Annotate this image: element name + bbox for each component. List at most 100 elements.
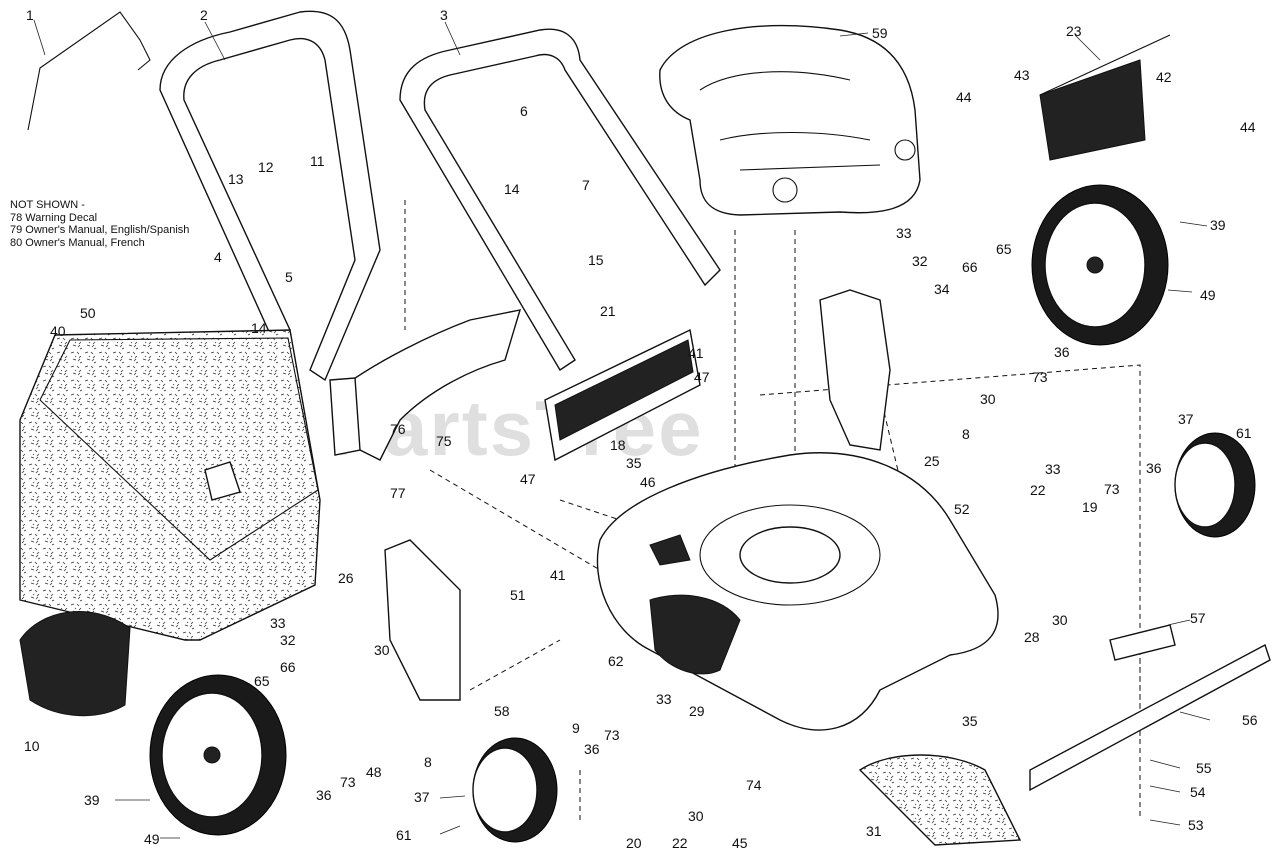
- front-wheel-left: [472, 737, 558, 843]
- mulch-plug: [858, 754, 1022, 846]
- callout-32-left: 32: [280, 632, 296, 648]
- callout-25: 25: [924, 453, 940, 469]
- right-height-adjuster-plate: [819, 289, 891, 451]
- callout-57: 57: [1190, 610, 1206, 626]
- callout-77: 77: [390, 485, 406, 501]
- callout-41-a: 41: [688, 345, 704, 361]
- callout-31: 31: [866, 823, 882, 839]
- note-manual-french: 80 Owner's Manual, French: [10, 236, 145, 249]
- callout-42: 42: [1156, 69, 1172, 85]
- callout-61-right: 61: [1236, 425, 1252, 441]
- callout-32-right: 32: [912, 253, 928, 269]
- callout-54: 54: [1190, 784, 1206, 800]
- flap-rod: [1039, 34, 1171, 96]
- callout-40: 40: [50, 323, 66, 339]
- left-height-adjuster-plate: [384, 539, 461, 701]
- callout-30-b: 30: [1052, 612, 1068, 628]
- engine: [659, 24, 921, 216]
- callout-62: 62: [608, 653, 624, 669]
- callout-14-lower: 14: [251, 320, 267, 336]
- callout-8-right: 8: [962, 426, 970, 442]
- callout-20: 20: [626, 835, 642, 851]
- callout-1: 1: [26, 7, 34, 23]
- callout-18: 18: [610, 437, 626, 453]
- callout-13: 13: [228, 171, 244, 187]
- lower-handle: [399, 28, 721, 371]
- callout-73-b: 73: [1104, 481, 1120, 497]
- rear-wheel-left: [149, 674, 287, 836]
- callout-30-a: 30: [980, 391, 996, 407]
- callout-35-a: 35: [626, 455, 642, 471]
- note-manual-english-spanish: 79 Owner's Manual, English/Spanish: [10, 224, 190, 236]
- callout-15: 15: [588, 252, 604, 268]
- chute-deflector: [339, 309, 522, 461]
- callout-34: 34: [934, 281, 950, 297]
- callout-36-a: 36: [1054, 344, 1070, 360]
- callout-44-a: 44: [956, 89, 972, 105]
- callout-56: 56: [1242, 712, 1258, 728]
- rear-trim-cover: [19, 610, 131, 717]
- callout-65-right: 65: [996, 241, 1012, 257]
- callout-36-b: 36: [1146, 460, 1162, 476]
- callout-65-left: 65: [254, 673, 270, 689]
- callout-46: 46: [640, 474, 656, 490]
- rear-baffle: [544, 328, 701, 462]
- callout-7: 7: [582, 177, 590, 193]
- callout-73-c: 73: [340, 774, 356, 790]
- callout-45: 45: [732, 835, 748, 851]
- callout-59: 59: [872, 25, 888, 41]
- callout-23: 23: [1066, 23, 1082, 39]
- callout-33-a: 33: [896, 225, 912, 241]
- not-shown-heading: NOT SHOWN -: [10, 199, 85, 211]
- callout-36-c: 36: [316, 787, 332, 803]
- callout-10: 10: [24, 738, 40, 754]
- callout-73-d: 73: [604, 727, 620, 743]
- callout-28: 28: [1024, 629, 1040, 645]
- callout-30-d: 30: [688, 808, 704, 824]
- control-bail-wire: [27, 11, 151, 131]
- callout-37-right: 37: [1178, 411, 1194, 427]
- blade-adapter: [1109, 624, 1176, 661]
- callout-4: 4: [214, 249, 222, 265]
- not-shown-notes: NOT SHOWN - 78 Warning Decal 79 Owner's …: [10, 199, 189, 249]
- callout-5: 5: [285, 269, 293, 285]
- mower-blade: [1029, 643, 1271, 792]
- callout-74: 74: [746, 777, 762, 793]
- callout-43: 43: [1014, 67, 1030, 83]
- rear-wheel-right: [1031, 184, 1169, 346]
- note-warning-decal: 78 Warning Decal: [10, 211, 98, 224]
- callout-66-left: 66: [280, 659, 296, 675]
- callout-49-right: 49: [1200, 287, 1216, 303]
- part-callouts: 1 2 3 5 4 6 7 8 8 9 10 11 12 13 14 14 15…: [24, 7, 1258, 851]
- callout-3: 3: [440, 7, 448, 23]
- callout-33-d: 33: [656, 691, 672, 707]
- callout-52: 52: [954, 501, 970, 517]
- callout-35-b: 35: [962, 713, 978, 729]
- callout-61-left: 61: [396, 827, 412, 843]
- callout-55: 55: [1196, 760, 1212, 776]
- callout-66-right: 66: [962, 259, 978, 275]
- callout-9: 9: [572, 720, 580, 736]
- callout-14-upper: 14: [504, 181, 520, 197]
- callout-8-left: 8: [424, 754, 432, 770]
- callout-41-b: 41: [550, 567, 566, 583]
- callout-73-a: 73: [1032, 369, 1048, 385]
- callout-36-d: 36: [584, 741, 600, 757]
- callout-21: 21: [600, 303, 616, 319]
- callout-22-left: 22: [672, 835, 688, 851]
- callout-33-c: 33: [270, 615, 286, 631]
- callout-11: 11: [310, 153, 325, 169]
- rear-flap: [1039, 59, 1146, 161]
- callout-33-b: 33: [1045, 461, 1061, 477]
- callout-30-c: 30: [374, 642, 390, 658]
- callout-50: 50: [80, 305, 96, 321]
- callout-48: 48: [366, 764, 382, 780]
- callout-75: 75: [436, 433, 452, 449]
- callout-49-left: 49: [144, 831, 160, 847]
- upper-handle: [159, 10, 381, 382]
- rear-bracket-76: [329, 377, 361, 456]
- callout-51: 51: [510, 587, 526, 603]
- leader-lines: [33, 19, 1211, 839]
- callout-39-left: 39: [84, 792, 100, 808]
- callout-58: 58: [494, 703, 510, 719]
